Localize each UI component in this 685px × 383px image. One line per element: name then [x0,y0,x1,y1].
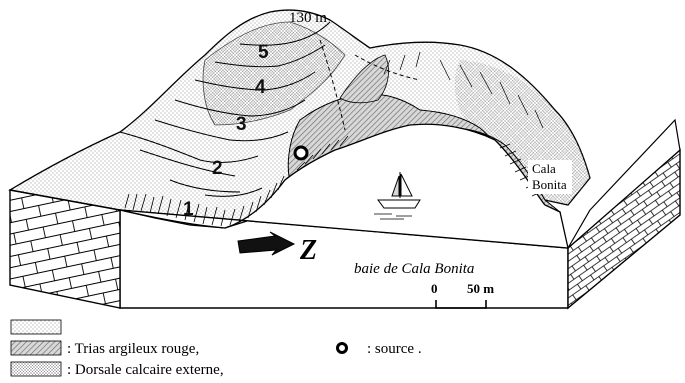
legend-swatch-hatch [11,341,61,355]
legend-label-source: : source . [367,341,422,357]
scale-fifty: 50 m [467,281,494,296]
north-letter: Z [299,235,317,266]
legend-swatch-dots-dense [11,362,61,376]
terrace-number-3: 3 [236,114,247,135]
cala-label-line1: Cala [532,161,556,176]
source-marker [295,147,307,159]
legend: : Trias argileux rouge, : Dorsale calcai… [11,320,422,378]
scale-zero: 0 [431,281,438,296]
legend-label-trias: : Trias argileux rouge, [67,341,199,357]
legend-swatch-dots-light [11,320,61,334]
terrace-number-1: 1 [183,199,194,220]
legend-source-icon [338,344,347,353]
terrace-number-4: 4 [255,77,266,98]
legend-label-dorsale: : Dorsale calcaire externe, [67,362,224,378]
left-face [10,190,120,308]
bay-label: baie de Cala Bonita [354,261,474,277]
terrace-number-2: 2 [212,158,223,179]
summit-label: 130 m [289,10,327,26]
cala-label-line2: Bonita [532,177,567,192]
terrace-number-5: 5 [258,42,269,63]
